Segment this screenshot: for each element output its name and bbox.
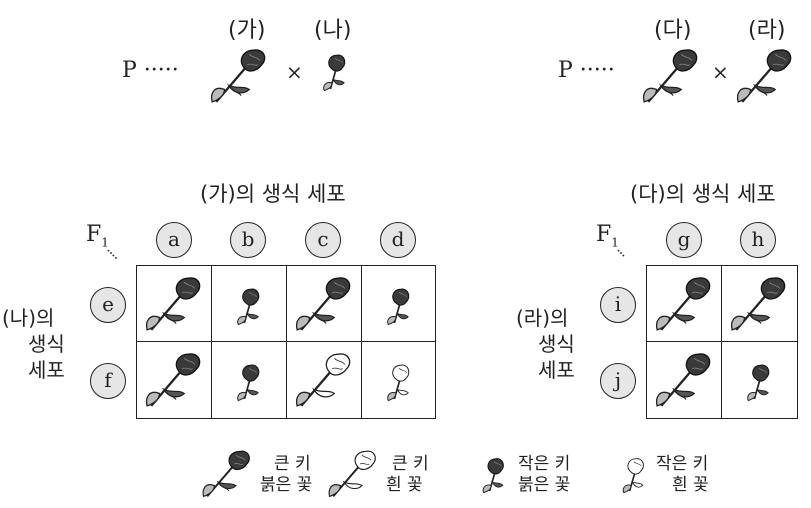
grid-cell — [287, 266, 362, 342]
side-label-line-3: 세포 — [28, 358, 65, 382]
grid-cell — [647, 342, 722, 418]
gamete-j-circle: j — [600, 363, 636, 399]
tall-white-flower-icon — [326, 446, 380, 500]
side-label-line-1: (나)의 — [2, 306, 55, 330]
parent-na-label: (나) — [314, 18, 352, 43]
grid-cell — [362, 266, 435, 342]
gamete-f-circle: f — [90, 363, 126, 399]
f1-label: F1 — [86, 222, 109, 250]
short-white-flower-icon — [612, 450, 656, 494]
tall-red-flower-icon — [200, 446, 254, 500]
parent-ra-label: (라) — [748, 18, 786, 43]
tall-red-flower-icon — [143, 348, 205, 410]
parent-da-label: (다) — [654, 18, 692, 43]
grid-cell — [287, 342, 362, 418]
tall-red-flower-icon — [143, 272, 205, 334]
cross-times-icon: × — [286, 60, 303, 84]
gamete-g-circle: g — [666, 222, 702, 258]
grid-1-title: (가)의 생식 세포 — [200, 182, 346, 206]
short-red-flower-icon — [376, 280, 422, 326]
parent-ga-flower-icon — [208, 44, 270, 106]
punnett-table-2 — [646, 265, 798, 419]
grid-cell — [647, 266, 722, 342]
side-label-line-3: 세포 — [538, 358, 575, 382]
parent-ga-label: (가) — [228, 18, 266, 43]
parent-ra-flower-icon — [734, 44, 796, 106]
side-label-line-1: (라)의 — [516, 306, 569, 330]
tall-red-flower-icon — [653, 272, 715, 334]
gamete-i-circle: i — [600, 287, 636, 323]
parent-da-flower-icon — [640, 44, 702, 106]
p-generation-label: P ····· — [122, 58, 179, 83]
f1-label: F1 — [596, 222, 619, 250]
short-red-flower-icon — [226, 356, 272, 402]
grid-cell — [212, 266, 287, 342]
tall-red-flower-icon — [728, 272, 790, 334]
short-red-flower-icon — [226, 280, 272, 326]
short-red-flower-icon — [472, 450, 516, 494]
grid-cell — [722, 342, 797, 418]
parent-na-flower-icon — [312, 46, 358, 92]
gamete-a-circle: a — [156, 222, 192, 258]
short-red-flower-icon — [736, 356, 782, 402]
cross-times-icon: × — [712, 60, 729, 84]
grid-cell — [137, 342, 212, 418]
gamete-d-circle: d — [380, 222, 416, 258]
grid-cell — [212, 342, 287, 418]
tall-red-flower-icon — [293, 272, 355, 334]
grid-cell — [362, 342, 435, 418]
side-label-line-2: 생식 — [28, 332, 65, 356]
tall-red-flower-icon — [653, 348, 715, 410]
gamete-c-circle: c — [305, 222, 341, 258]
tall-white-flower-icon — [293, 348, 355, 410]
short-white-flower-icon — [376, 356, 422, 402]
p-generation-label: P ····· — [558, 58, 615, 83]
gamete-e-circle: e — [90, 287, 126, 323]
gamete-h-circle: h — [740, 222, 776, 258]
grid-cell — [137, 266, 212, 342]
gamete-b-circle: b — [230, 222, 266, 258]
side-label-line-2: 생식 — [538, 332, 575, 356]
grid-cell — [722, 266, 797, 342]
punnett-table-1 — [136, 265, 436, 419]
grid-2-title: (다)의 생식 세포 — [630, 182, 776, 206]
